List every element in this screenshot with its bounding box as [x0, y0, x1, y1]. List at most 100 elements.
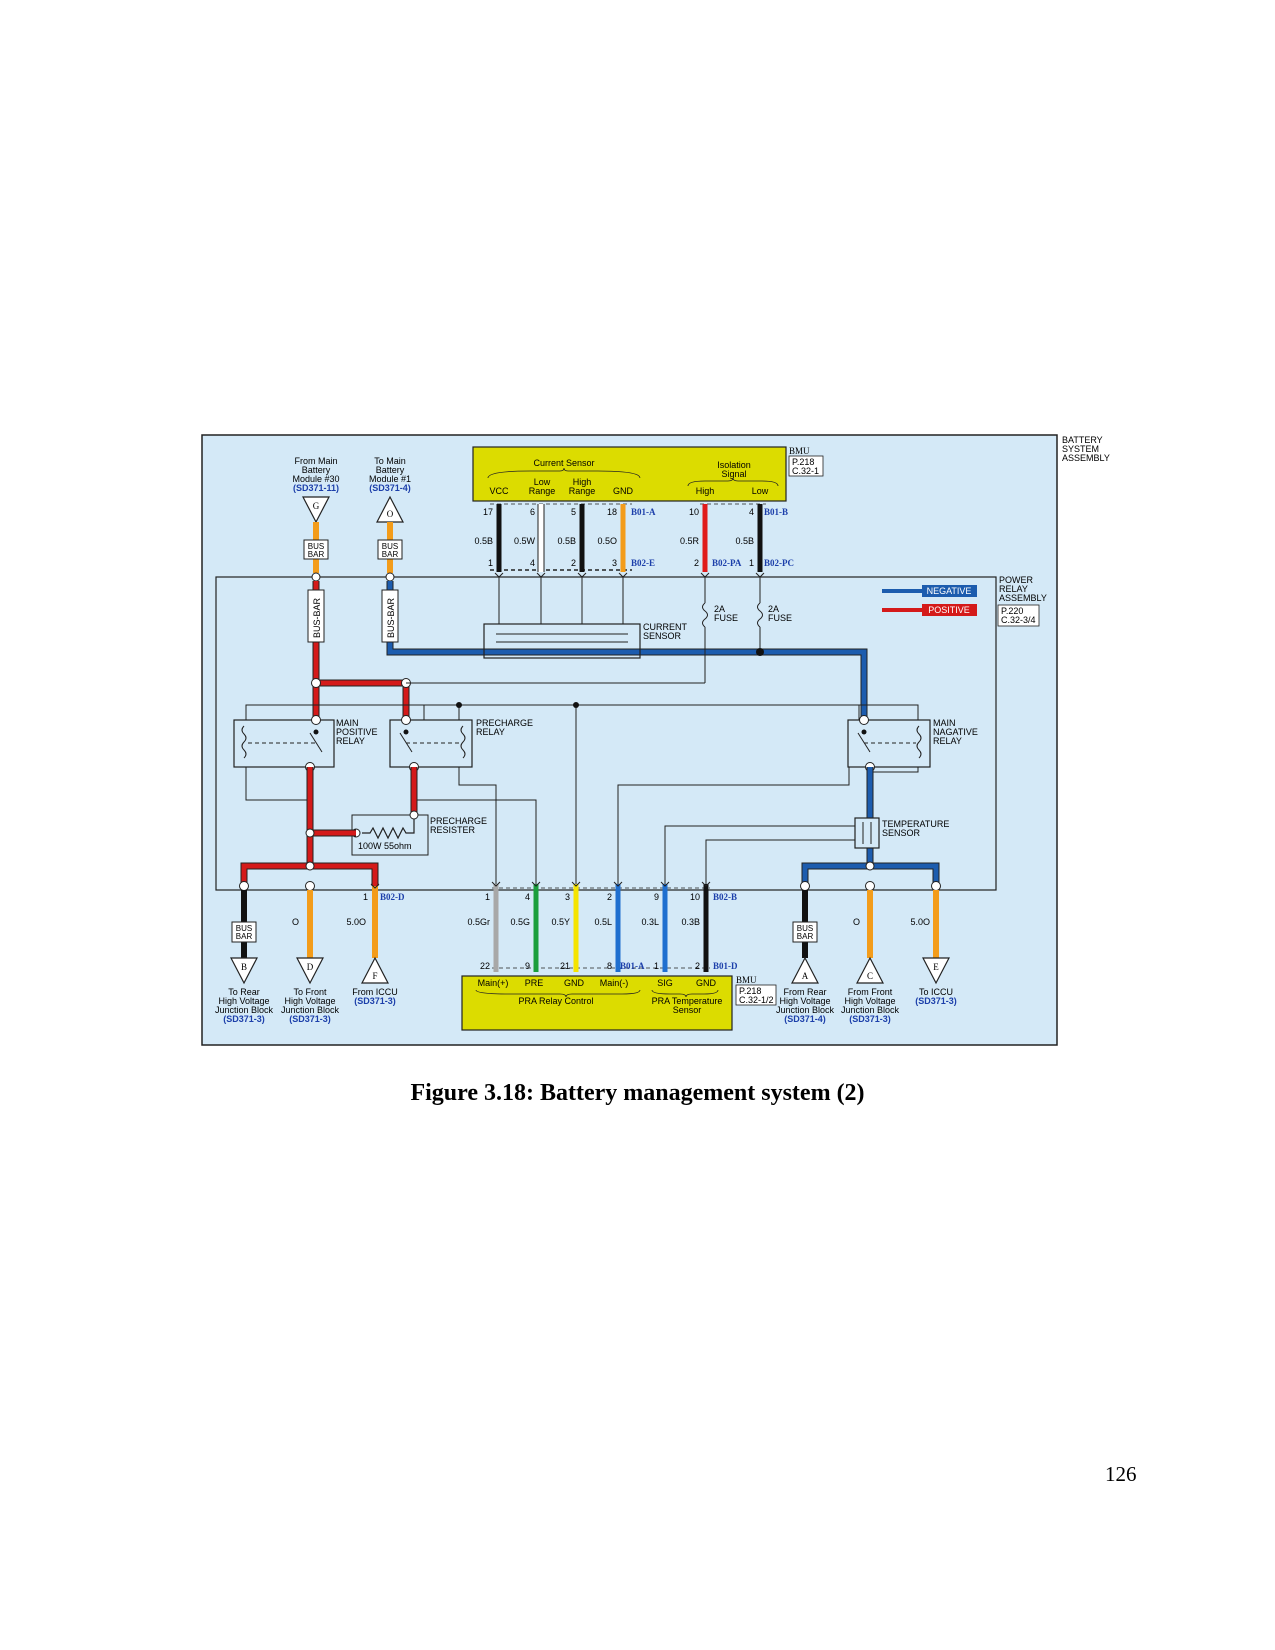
precharge-relay — [389, 719, 473, 768]
bottom-pin-bottom-label: 22 — [480, 961, 490, 971]
main-positive-label-1: MAIN — [336, 718, 359, 728]
from-main-label-1: From Main — [294, 456, 337, 466]
bl-bus-bar-2: BAR — [236, 932, 253, 941]
precharge-relay-coil — [460, 725, 466, 759]
power-relay-assembly-frame — [215, 576, 997, 891]
power-relay-ref-box — [997, 604, 1040, 627]
bl-node-d — [305, 881, 315, 891]
bus-bar-left-2: BAR — [308, 550, 325, 559]
bmu-bottom-pin: SIG — [657, 978, 673, 988]
top-pin-bottom-label: 4 — [530, 558, 535, 568]
triangle-e-label: E — [933, 962, 939, 972]
bl-gauge-o: O — [292, 917, 299, 927]
power-relay-label-3: ASSEMBLY — [999, 593, 1047, 603]
precharge-resister-zigzag — [362, 815, 415, 840]
current-sensor-label-1: CURRENT — [643, 622, 688, 632]
positive-node-4 — [305, 861, 315, 871]
temperature-sensor-leads — [664, 825, 855, 884]
pra-relay-control-label: PRA Relay Control — [518, 996, 593, 1006]
bus-bar-vertical-right-label: BUS-BAR — [386, 597, 396, 638]
main-positive-top-node — [311, 715, 321, 725]
negative-node-4 — [865, 861, 875, 871]
control-junction — [573, 702, 579, 708]
b02e-connector: B02-E — [631, 558, 655, 568]
bottom-pin-bottom-label: 21 — [560, 961, 570, 971]
positive-node-1 — [311, 678, 321, 688]
br-bus-bar-1: BUS — [797, 924, 813, 933]
to-iccu-ref: (SD371-3) — [915, 996, 957, 1006]
temperature-sensor-label-2: SENSOR — [882, 828, 921, 838]
triangle-d-label: D — [307, 962, 314, 972]
top-pin-label: 17 — [483, 507, 493, 517]
precharge-resister-label-2: RESISTER — [430, 825, 476, 835]
to-iccu-label: To ICCU — [919, 987, 953, 997]
page-number: 126 — [1105, 1462, 1137, 1486]
high-range-label-1: High — [573, 477, 592, 487]
high-range-label-2: Range — [569, 486, 596, 496]
main-negative-relay — [847, 719, 931, 768]
triangle-f-connector — [361, 956, 389, 984]
battery-system-label-2: SYSTEM — [1062, 444, 1099, 454]
figure-caption: Figure 3.18: Battery management system (… — [410, 1080, 865, 1106]
from-rear-label-1: From Rear — [783, 987, 826, 997]
triangle-a-label: A — [802, 971, 809, 981]
power-relay-label-1: POWER — [999, 575, 1034, 585]
top-gauge-label: 0.5R — [680, 536, 700, 546]
triangle-b-connector — [230, 957, 258, 985]
bus-bar-terminal-right — [385, 572, 395, 582]
from-front-label-2: High Voltage — [844, 996, 895, 1006]
top-pin-bottom-label: 1 — [749, 558, 754, 568]
from-iccu-ref: (SD371-3) — [354, 996, 396, 1006]
main-positive-relay-contact — [313, 729, 319, 735]
positive-node-3 — [305, 828, 315, 838]
bl-pin1-arrow — [370, 883, 380, 889]
from-front-label-1: From Front — [848, 987, 893, 997]
low-range-label-2: Range — [529, 486, 556, 496]
top-gauge-label: 0.5O — [597, 536, 617, 546]
to-main-ref: (SD371-4) — [369, 483, 411, 493]
top-pin-bottom-label: 2 — [694, 558, 699, 568]
bmu-bottom-pin: Main(+) — [478, 978, 509, 988]
triangle-f-label: F — [372, 971, 377, 981]
to-front-label-3: Junction Block — [281, 1005, 340, 1015]
from-rear-ref: (SD371-4) — [784, 1014, 826, 1024]
legend-negative-label: NEGATIVE — [927, 586, 972, 596]
fuse-left-label-2: FUSE — [714, 613, 738, 623]
resister-value-label: 100W 55ohm — [358, 841, 412, 851]
to-front-label-2: High Voltage — [284, 996, 335, 1006]
fuse-right-label-2: FUSE — [768, 613, 792, 623]
triangle-g-label: G — [313, 501, 320, 511]
relay-control-lines — [245, 704, 919, 884]
current-sensor-body — [483, 623, 641, 659]
top-pin-bottom-label: 3 — [612, 558, 617, 568]
temperature-sensor-label-1: TEMPERATURE — [882, 819, 949, 829]
to-rear-label-2: High Voltage — [218, 996, 269, 1006]
bmu-bottom-pin: PRE — [525, 978, 544, 988]
legend-positive-label: POSITIVE — [928, 605, 970, 615]
fuse-left — [702, 576, 708, 683]
main-negative-label-2: NAGATIVE — [933, 727, 978, 737]
power-relay-ref-2: C.32-3/4 — [1001, 615, 1036, 625]
legend-negative-box — [922, 585, 977, 597]
bottom-pin-bottom-label: 1 — [654, 961, 659, 971]
main-positive-relay-switch — [309, 732, 323, 753]
bmu-top-block — [472, 446, 787, 502]
top-gauge-label: 0.5B — [557, 536, 576, 546]
from-rear-label-2: High Voltage — [779, 996, 830, 1006]
bottom-pin-bottom-label: 8 — [607, 961, 612, 971]
main-negative-relay-switch — [857, 732, 871, 753]
top-pin-label: 5 — [571, 507, 576, 517]
br-gauge-o: O — [853, 917, 860, 927]
power-relay-label-2: RELAY — [999, 584, 1028, 594]
bottom-gauge-label: 0.5L — [594, 917, 612, 927]
vcc-label: VCC — [489, 486, 509, 496]
triangle-e-connector — [922, 957, 950, 985]
to-front-label-1: To Front — [293, 987, 327, 997]
bottom-wire-arrow — [491, 881, 501, 887]
bmu-top-ref-2: C.32-1 — [792, 466, 819, 476]
negative-busbar-junction — [756, 648, 764, 656]
bmu-bottom-label: BMU — [736, 975, 757, 985]
triangle-d-connector — [296, 957, 324, 985]
main-positive-relay-coil — [241, 725, 247, 759]
triangle-c-connector — [856, 956, 884, 984]
